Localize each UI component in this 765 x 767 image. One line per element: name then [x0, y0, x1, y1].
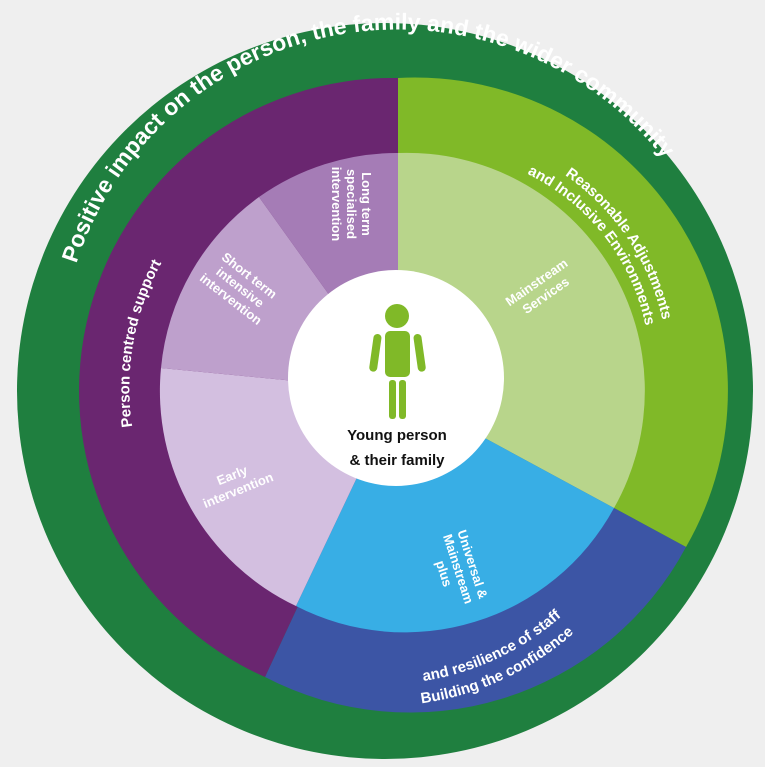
center-label-line2: & their family — [349, 452, 445, 469]
long-term-line2: specialised — [344, 169, 359, 239]
long-term-line3: intervention — [329, 167, 344, 241]
center-label-line1: Young person — [347, 427, 447, 444]
long-term-line1: Long term — [359, 172, 374, 236]
long-term-label: Long term specialised intervention — [329, 167, 374, 241]
center-circle — [288, 270, 504, 486]
person-icon — [369, 304, 426, 419]
